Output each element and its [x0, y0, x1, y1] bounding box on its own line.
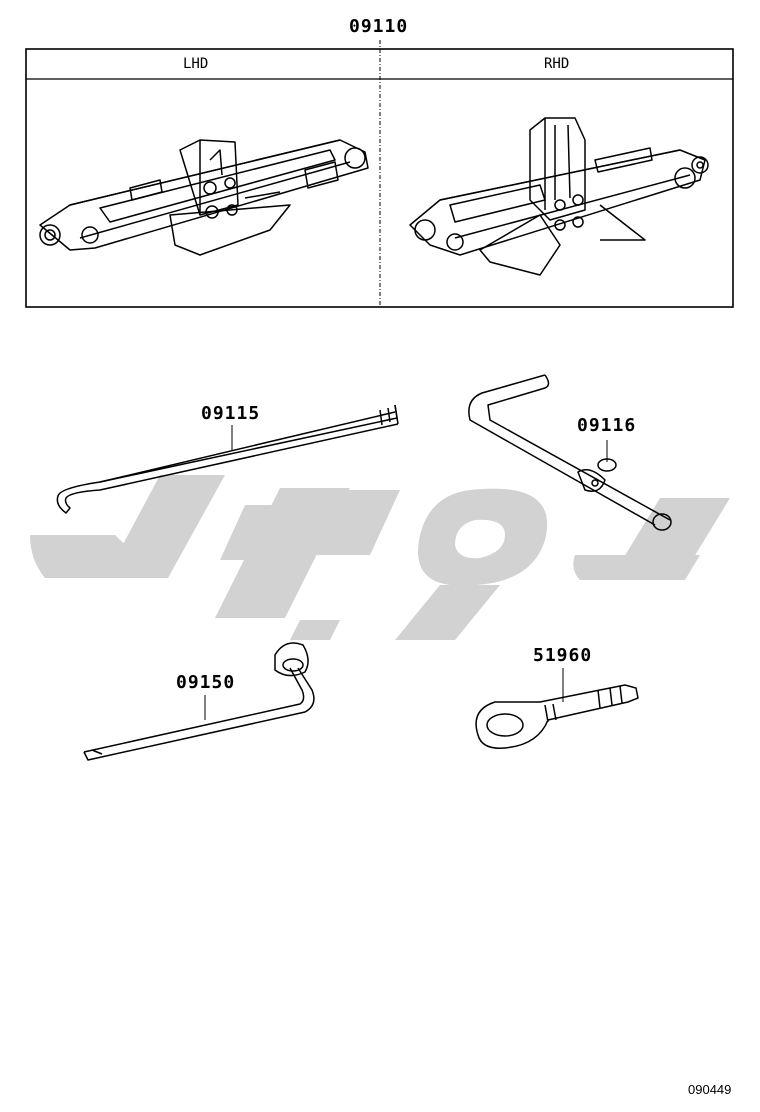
part-number-jack-handle: 09115: [201, 403, 261, 424]
tow-eye-illustration: [475, 668, 639, 749]
part-number-crank-handle: 09116: [577, 415, 637, 436]
lhd-jack-illustration: [39, 139, 369, 256]
part-number-tow-eye: 51960: [533, 645, 593, 666]
jack-frame: [25, 40, 734, 308]
wheel-nut-wrench-illustration: [83, 642, 315, 761]
main-part-number: 09110: [349, 16, 409, 37]
crank-handle-illustration: [468, 374, 672, 531]
rhd-jack-illustration: [409, 117, 709, 276]
watermark-logo: [30, 475, 730, 640]
part-number-wheel-wrench: 09150: [176, 672, 236, 693]
illustration-id: 090449: [688, 1082, 732, 1097]
variant-rhd-label: RHD: [544, 56, 570, 72]
variant-lhd-label: LHD: [183, 56, 209, 72]
jack-handle-rod-illustration: [56, 404, 399, 514]
